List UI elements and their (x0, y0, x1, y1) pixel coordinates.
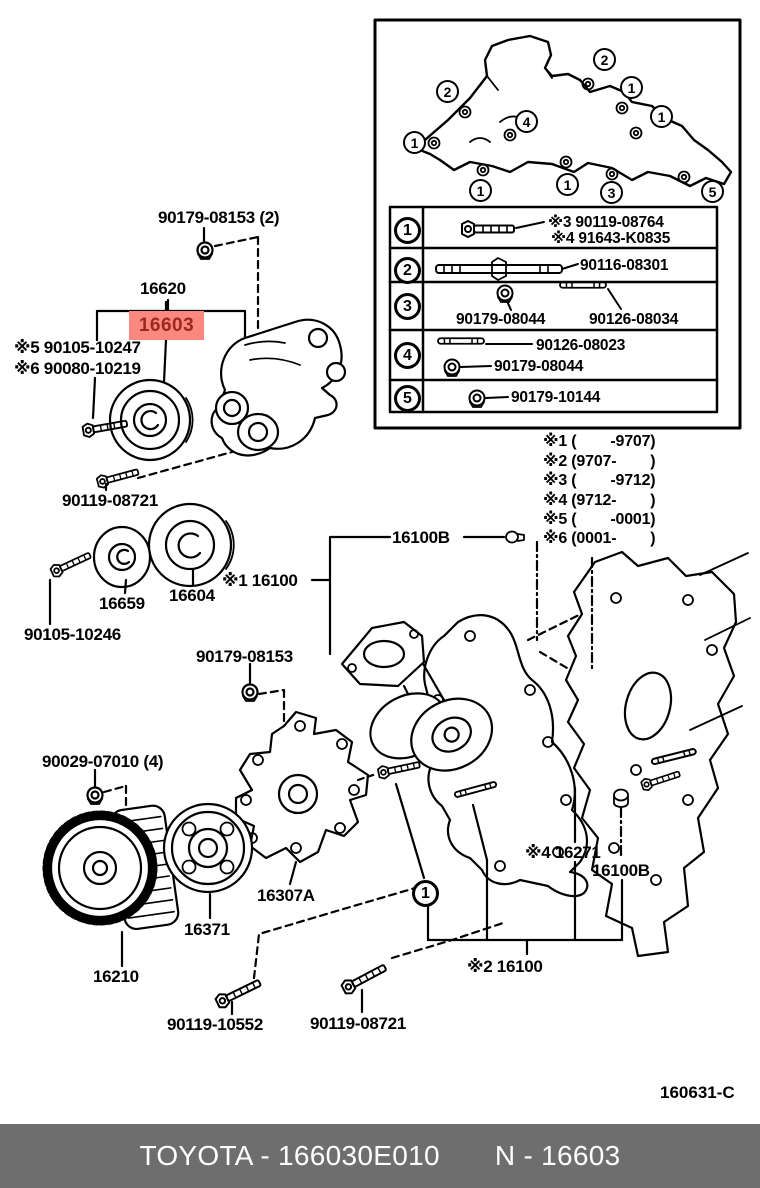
plug-icon (505, 530, 525, 544)
bolt-icon (213, 975, 264, 1011)
table-part-label: 90179-10144 (511, 389, 601, 406)
bolt-icon (339, 960, 390, 997)
part-label-90105-10246: 90105-10246 (24, 625, 121, 644)
callout-2: 2 (436, 80, 459, 103)
fan-clutch-group (42, 768, 254, 968)
part-label-16100b-lower: 16100B (592, 861, 650, 880)
part-label-16100b-upper: 16100B (392, 528, 450, 547)
figure-code: 160631-C (660, 1083, 735, 1102)
callout-1: 1 (403, 131, 426, 154)
footer-brand-part-number: TOYOTA - 166030E010 (139, 1140, 440, 1171)
pump-snout (369, 692, 494, 772)
part-label-90080-10219: ※6 90080-10219 (14, 359, 141, 378)
table-row-number: 5 (394, 385, 421, 412)
part-label-90179-08153-2: 90179-08153 (2) (158, 208, 280, 227)
fastener-icons (435, 219, 622, 409)
fastener-table-grid (388, 205, 719, 414)
part-label-90029-07010-4: 90029-07010 (4) (42, 752, 164, 771)
part-label-16659: 16659 (99, 594, 145, 613)
part-label-16307a: 16307A (257, 886, 315, 905)
timing-cover-drawing (564, 550, 751, 958)
part-label-16371: 16371 (184, 920, 230, 939)
part-label-16210: 16210 (93, 967, 139, 986)
note-5: ※5 ( -0001) (543, 511, 656, 528)
footer-reference-number: N - 16603 (494, 1140, 621, 1171)
table-part-label: 90126-08034 (589, 311, 679, 328)
part-label-90179-08153: 90179-08153 (196, 647, 293, 666)
note-1: ※1 ( -9707) (543, 433, 656, 450)
table-row-number: 2 (394, 257, 421, 284)
part-label-90119-10552: 90119-10552 (167, 1015, 263, 1034)
idler-pump-group (81, 226, 347, 492)
callout-3: 3 (600, 181, 623, 204)
callout-1: 1 (650, 105, 673, 128)
note-6: ※6 (0001- ) (543, 530, 656, 547)
callout-1: 1 (620, 76, 643, 99)
table-part-label: 90116-08301 (580, 257, 669, 274)
lower-bolts-group (213, 884, 508, 1016)
table-part-label: ※4 91643-K0835 (551, 230, 671, 247)
bolt-icon (376, 757, 422, 781)
nut-icon (241, 683, 259, 703)
fan-bracket-group (234, 662, 370, 886)
footer-bar: TOYOTA - 166030E010 N - 16603 (0, 1124, 760, 1188)
part-label-16604: 16604 (169, 586, 215, 605)
pump-16620-drawing (210, 318, 347, 457)
gasket-drawing (416, 34, 733, 188)
callout-5: 5 (701, 180, 724, 203)
table-part-label: 90126-08023 (536, 337, 626, 354)
idler-pulley-drawing (108, 378, 194, 462)
pulley-16371-drawing (162, 802, 254, 920)
callout-2: 2 (593, 48, 616, 71)
callout-1-main: 1 (412, 880, 439, 907)
callout-4: 4 (515, 110, 538, 133)
part-label-90105-10247: ※5 90105-10247 (14, 338, 141, 357)
table-row-number: 3 (394, 293, 421, 320)
part-label-90119-08721-lower: 90119-08721 (310, 1014, 406, 1033)
nut-icon (86, 786, 104, 806)
nut-icon (196, 241, 214, 261)
table-row-number: 1 (394, 217, 421, 244)
table-part-label: ※3 90119-08764 (548, 214, 664, 231)
upper-16100-leader (310, 530, 606, 692)
note-4: ※4 (9712- ) (543, 492, 656, 509)
part-label-90119-08721-upper: 90119-08721 (62, 491, 158, 510)
table-part-label: 90179-08044 (456, 311, 546, 328)
callout-1: 1 (556, 173, 579, 196)
part-label-16100-note1: ※1 16100 (222, 571, 298, 590)
part-label-16620: 16620 (140, 279, 186, 298)
part-label-16603-highlight: 16603 (129, 311, 204, 340)
part-label-16100-note2: ※2 16100 (467, 957, 543, 976)
part-label-16271-note4: ※4 16271 (525, 843, 601, 862)
pulley-16604-drawing (147, 502, 235, 588)
seal-pulley-group (48, 502, 235, 626)
note-3: ※3 ( -9712) (543, 472, 656, 489)
table-row-number: 4 (394, 342, 421, 369)
note-2: ※2 (9707- ) (543, 453, 656, 470)
water-pump-assy-group (340, 550, 751, 958)
bolt-icon (95, 464, 141, 490)
table-part-label: 90179-08044 (494, 358, 584, 375)
bolt-icon (48, 548, 94, 580)
callout-1: 1 (469, 179, 492, 202)
